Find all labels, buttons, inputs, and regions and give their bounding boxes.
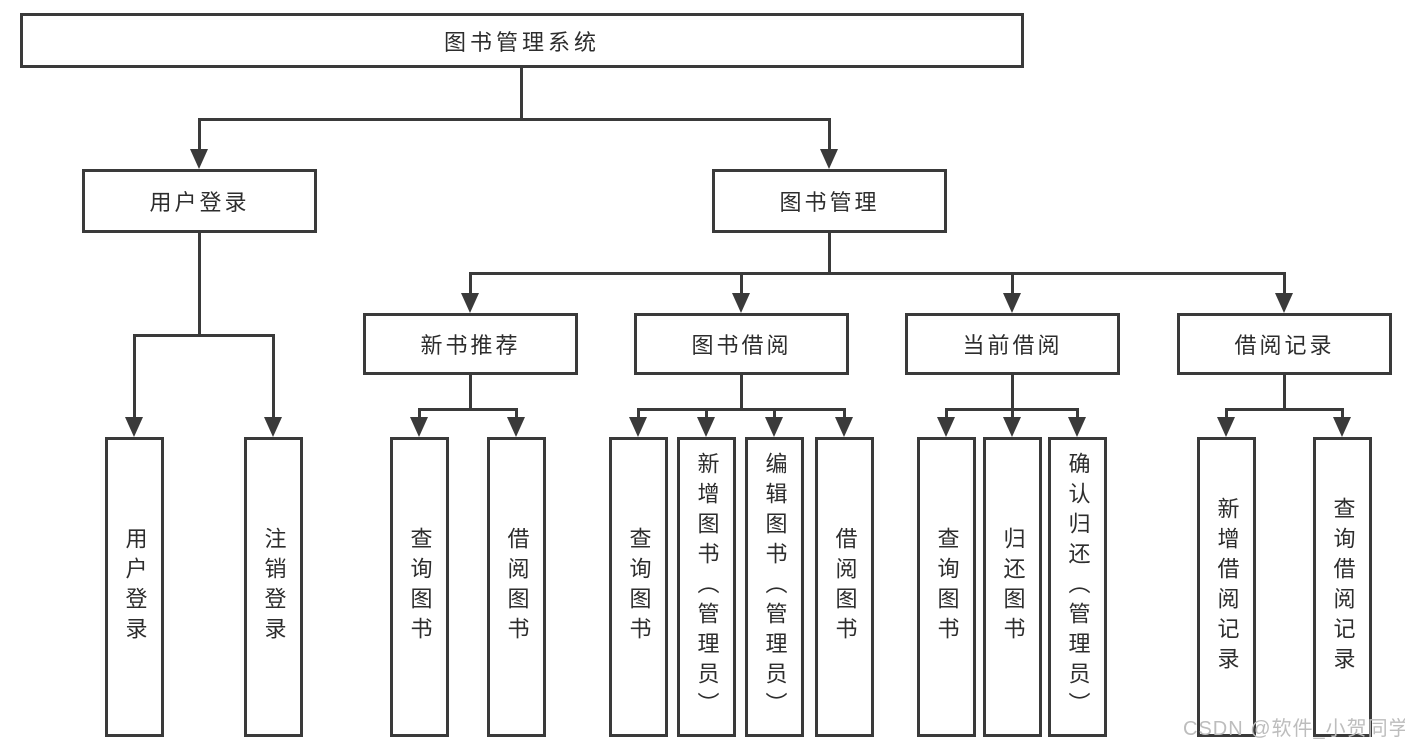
arrow-down-icon: [190, 149, 208, 169]
node-label: 借阅图书: [504, 527, 530, 647]
node-label: 图书借阅: [691, 333, 792, 358]
arrow-down-icon: [125, 417, 143, 437]
connector-stem: [828, 233, 831, 275]
arrow-down-icon: [1003, 417, 1021, 437]
node-new-book-recommendation: 新书推荐: [363, 313, 578, 375]
leaf-add-borrow-record: 新增借阅记录: [1197, 437, 1256, 737]
leaf-confirm-return-admin: 确认归还（管理员）: [1048, 437, 1107, 737]
connector-stem: [1225, 408, 1228, 420]
connector-stem: [1011, 272, 1014, 296]
node-label: 确认归还（管理员）: [1065, 452, 1091, 722]
connector-junction: [1225, 408, 1344, 411]
node-user-login: 用户登录: [82, 169, 317, 233]
node-label: 用户登录: [149, 190, 250, 215]
arrow-down-icon: [697, 417, 715, 437]
node-label: 图书管理系统: [443, 29, 600, 55]
arrow-down-icon: [937, 417, 955, 437]
leaf-user-login: 用户登录: [105, 437, 164, 737]
connector-stem: [740, 272, 743, 296]
node-current-borrowing: 当前借阅: [905, 313, 1120, 375]
leaf-borrow-books-recommend: 借阅图书: [487, 437, 546, 737]
arrow-down-icon: [820, 149, 838, 169]
connector-junction: [418, 408, 518, 411]
connector-stem: [773, 408, 776, 420]
node-label: 借阅图书: [832, 527, 858, 647]
arrow-down-icon: [835, 417, 853, 437]
node-label: 借阅记录: [1234, 333, 1335, 358]
connector-stem: [418, 408, 421, 420]
connector-stem: [198, 118, 201, 152]
connector-stem: [515, 408, 518, 420]
arrow-down-icon: [507, 417, 525, 437]
connector-stem: [133, 334, 136, 420]
node-label: 用户登录: [122, 527, 148, 647]
connector-stem: [1283, 375, 1286, 411]
leaf-edit-book-admin: 编辑图书（管理员）: [745, 437, 804, 737]
connector-stem: [469, 375, 472, 411]
connector-stem: [1341, 408, 1344, 420]
node-book-borrowing: 图书借阅: [634, 313, 849, 375]
arrow-down-icon: [1068, 417, 1086, 437]
connector-stem: [828, 118, 831, 152]
connector-stem: [1076, 408, 1079, 420]
connector-stem: [1011, 375, 1014, 411]
node-book-management: 图书管理: [712, 169, 947, 233]
connector-stem: [843, 408, 846, 420]
node-label: 查询图书: [934, 527, 960, 647]
leaf-query-books-borrowing: 查询图书: [609, 437, 668, 737]
node-label: 归还图书: [1000, 527, 1026, 647]
connector-stem: [740, 375, 743, 411]
node-library-management-system: 图书管理系统: [20, 13, 1024, 68]
connector-stem: [705, 408, 708, 420]
node-label: 新书推荐: [420, 333, 521, 358]
node-label: 图书管理: [779, 190, 880, 215]
leaf-borrow-books-borrowing: 借阅图书: [815, 437, 874, 737]
arrow-down-icon: [1275, 293, 1293, 313]
leaf-query-books-recommend: 查询图书: [390, 437, 449, 737]
connector-stem: [198, 233, 201, 337]
arrow-down-icon: [629, 417, 647, 437]
connector-stem: [272, 334, 275, 420]
node-borrowing-records: 借阅记录: [1177, 313, 1392, 375]
arrow-down-icon: [461, 293, 479, 313]
connector-junction: [133, 334, 275, 337]
connector-junction: [469, 272, 1286, 275]
leaf-add-book-admin: 新增图书（管理员）: [677, 437, 736, 737]
node-label: 查询图书: [407, 527, 433, 647]
node-label: 新增图书（管理员）: [694, 452, 720, 722]
node-label: 当前借阅: [962, 333, 1063, 358]
watermark: CSDN @软件_小贺同学: [1183, 718, 1405, 740]
node-label: 编辑图书（管理员）: [762, 452, 788, 722]
arrow-down-icon: [732, 293, 750, 313]
node-label: 查询图书: [626, 527, 652, 647]
arrow-down-icon: [410, 417, 428, 437]
connector-stem: [1283, 272, 1286, 296]
connector-root-junction: [198, 118, 831, 121]
connector-stem: [1011, 408, 1014, 420]
leaf-return-books: 归还图书: [983, 437, 1042, 737]
node-label: 新增借阅记录: [1214, 497, 1240, 677]
arrow-down-icon: [1333, 417, 1351, 437]
connector-stem: [637, 408, 640, 420]
connector-stem: [469, 272, 472, 296]
connector-stem: [945, 408, 948, 420]
leaf-logout: 注销登录: [244, 437, 303, 737]
arrow-down-icon: [765, 417, 783, 437]
leaf-query-borrow-record: 查询借阅记录: [1313, 437, 1372, 737]
connector-junction: [637, 408, 846, 411]
leaf-query-books-current: 查询图书: [917, 437, 976, 737]
node-label: 查询借阅记录: [1330, 497, 1356, 677]
arrow-down-icon: [264, 417, 282, 437]
arrow-down-icon: [1217, 417, 1235, 437]
node-label: 注销登录: [261, 527, 287, 647]
arrow-down-icon: [1003, 293, 1021, 313]
connector-root-stem: [520, 67, 523, 121]
